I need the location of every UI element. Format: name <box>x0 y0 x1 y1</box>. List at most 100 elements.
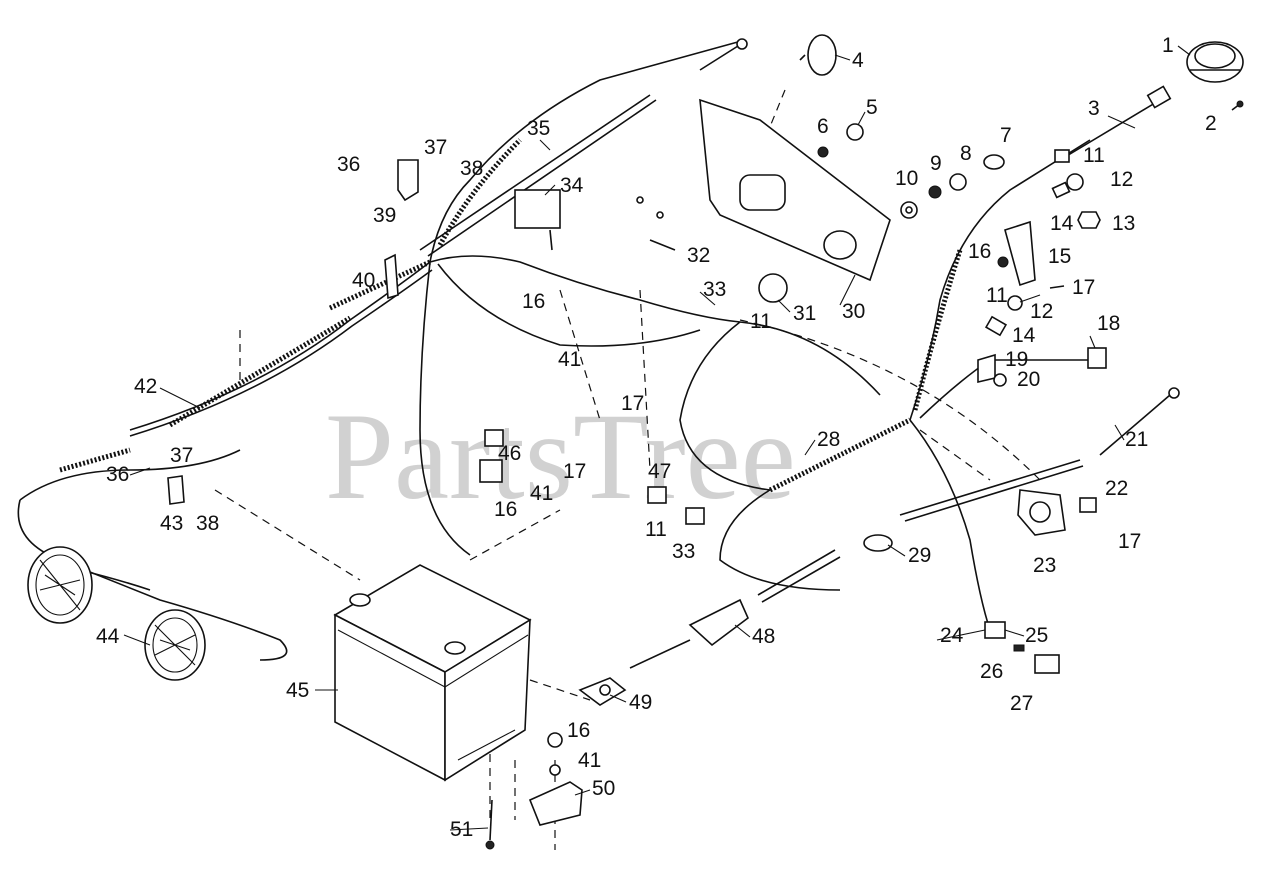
callout-5: 5 <box>866 96 878 119</box>
callout-12a: 12 <box>1110 168 1133 191</box>
callout-17b: 17 <box>1118 530 1141 553</box>
callout-29: 29 <box>908 544 931 567</box>
callout-37a: 37 <box>424 136 447 159</box>
callout-8: 8 <box>960 142 972 165</box>
callout-11d: 11 <box>645 518 667 541</box>
callout-24: 24 <box>940 624 964 647</box>
part-4-switch <box>799 34 837 76</box>
part-15-bracket <box>1004 220 1036 287</box>
part-41c-washer <box>549 764 561 776</box>
callout-6: 6 <box>817 115 829 138</box>
part-39-bracket <box>397 159 419 202</box>
callout-50: 50 <box>592 777 615 800</box>
callout-48: 48 <box>752 625 775 648</box>
callout-20: 20 <box>1017 368 1040 391</box>
part-29-boot <box>863 534 893 552</box>
part-33-connector <box>685 507 705 525</box>
part-32-terminals <box>636 196 676 251</box>
callout-9: 9 <box>930 152 942 175</box>
callout-28: 28 <box>817 428 840 451</box>
part-27-connector <box>1034 654 1060 674</box>
callout-36a: 36 <box>337 153 360 176</box>
cable-48 <box>629 549 841 669</box>
part-12b-nut <box>1007 295 1023 311</box>
part-22-connector <box>1079 497 1097 513</box>
callout-1: 1 <box>1162 34 1174 57</box>
callout-41a: 41 <box>558 348 581 371</box>
callout-13: 13 <box>1112 212 1135 235</box>
callout-41c: 41 <box>578 749 601 772</box>
callout-23: 23 <box>1033 554 1056 577</box>
battery-cable-21 <box>899 387 1180 522</box>
part-23-key-switch <box>1017 489 1066 536</box>
callout-labels: 1 2 3 4 5 6 7 8 9 10 11 12 13 14 15 16 1… <box>96 34 1217 841</box>
part-40-clip <box>384 253 399 300</box>
callout-11a: 11 <box>1083 144 1105 167</box>
battery-cable-35 <box>419 38 748 257</box>
callout-22: 22 <box>1105 477 1128 500</box>
callout-16a: 16 <box>968 240 991 263</box>
callout-18: 18 <box>1097 312 1120 335</box>
part-14b-terminal <box>984 315 1008 337</box>
part-24-25-connector <box>984 621 1006 639</box>
main-wiring-harness <box>129 39 1091 631</box>
callout-34: 34 <box>560 174 584 197</box>
callout-16c: 16 <box>494 498 517 521</box>
part-5-knob <box>846 123 864 141</box>
callout-3: 3 <box>1088 97 1100 120</box>
callout-2: 2 <box>1205 112 1217 135</box>
callout-38a: 38 <box>460 157 483 180</box>
callout-41b: 41 <box>530 482 553 505</box>
callout-33b: 33 <box>672 540 695 563</box>
callout-16d: 16 <box>567 719 590 742</box>
callout-33a: 33 <box>703 278 726 301</box>
callout-30: 30 <box>842 300 865 323</box>
callout-40: 40 <box>352 269 375 292</box>
callout-4: 4 <box>852 49 864 72</box>
assembly-guide-lines <box>214 89 1041 850</box>
callout-31: 31 <box>793 302 816 325</box>
callout-38b: 38 <box>196 512 219 535</box>
part-46-relay <box>479 429 504 483</box>
callout-14a: 14 <box>1050 212 1074 235</box>
callout-12b: 12 <box>1030 300 1053 323</box>
callout-15: 15 <box>1048 245 1071 268</box>
callout-45: 45 <box>286 679 309 702</box>
part-50-bracket <box>528 781 583 826</box>
part-14-terminal <box>1051 181 1071 199</box>
part-43-bracket <box>167 475 185 505</box>
callout-43: 43 <box>160 512 183 535</box>
callout-17c: 17 <box>621 392 644 415</box>
part-9-nut <box>928 185 942 199</box>
part-30-dash-panel <box>699 98 891 282</box>
part-6-nut <box>817 146 829 158</box>
part-2-screw <box>1231 100 1244 111</box>
callout-11b: 11 <box>986 284 1008 307</box>
part-44-headlights <box>27 546 206 681</box>
part-19-clip <box>977 353 996 384</box>
callout-25: 25 <box>1025 624 1048 647</box>
callout-37b: 37 <box>170 444 193 467</box>
callout-26: 26 <box>980 660 1003 683</box>
callout-42: 42 <box>134 375 157 398</box>
part-49-terminal <box>578 677 627 706</box>
part-34-regulator <box>514 189 561 251</box>
callout-49: 49 <box>629 691 652 714</box>
partstree-watermark: PartsTree <box>325 388 796 525</box>
callout-16b: 16 <box>522 290 545 313</box>
part-10-washer <box>900 201 918 219</box>
part-7-bulb <box>983 154 1005 170</box>
callout-11c: 11 <box>750 310 772 333</box>
part-16d-nut <box>547 732 563 748</box>
callout-35: 35 <box>527 117 550 140</box>
part-8-grommet <box>949 173 967 191</box>
part-26-terminal <box>1013 644 1025 652</box>
callout-14b: 14 <box>1012 324 1036 347</box>
part-47-connector <box>647 486 667 504</box>
part-16-nut <box>997 256 1009 268</box>
callout-44: 44 <box>96 625 120 648</box>
part-12-nut <box>1066 173 1084 191</box>
callout-39: 39 <box>373 204 396 227</box>
part-31-gauge <box>758 273 788 303</box>
part-1-horn <box>1186 41 1244 83</box>
